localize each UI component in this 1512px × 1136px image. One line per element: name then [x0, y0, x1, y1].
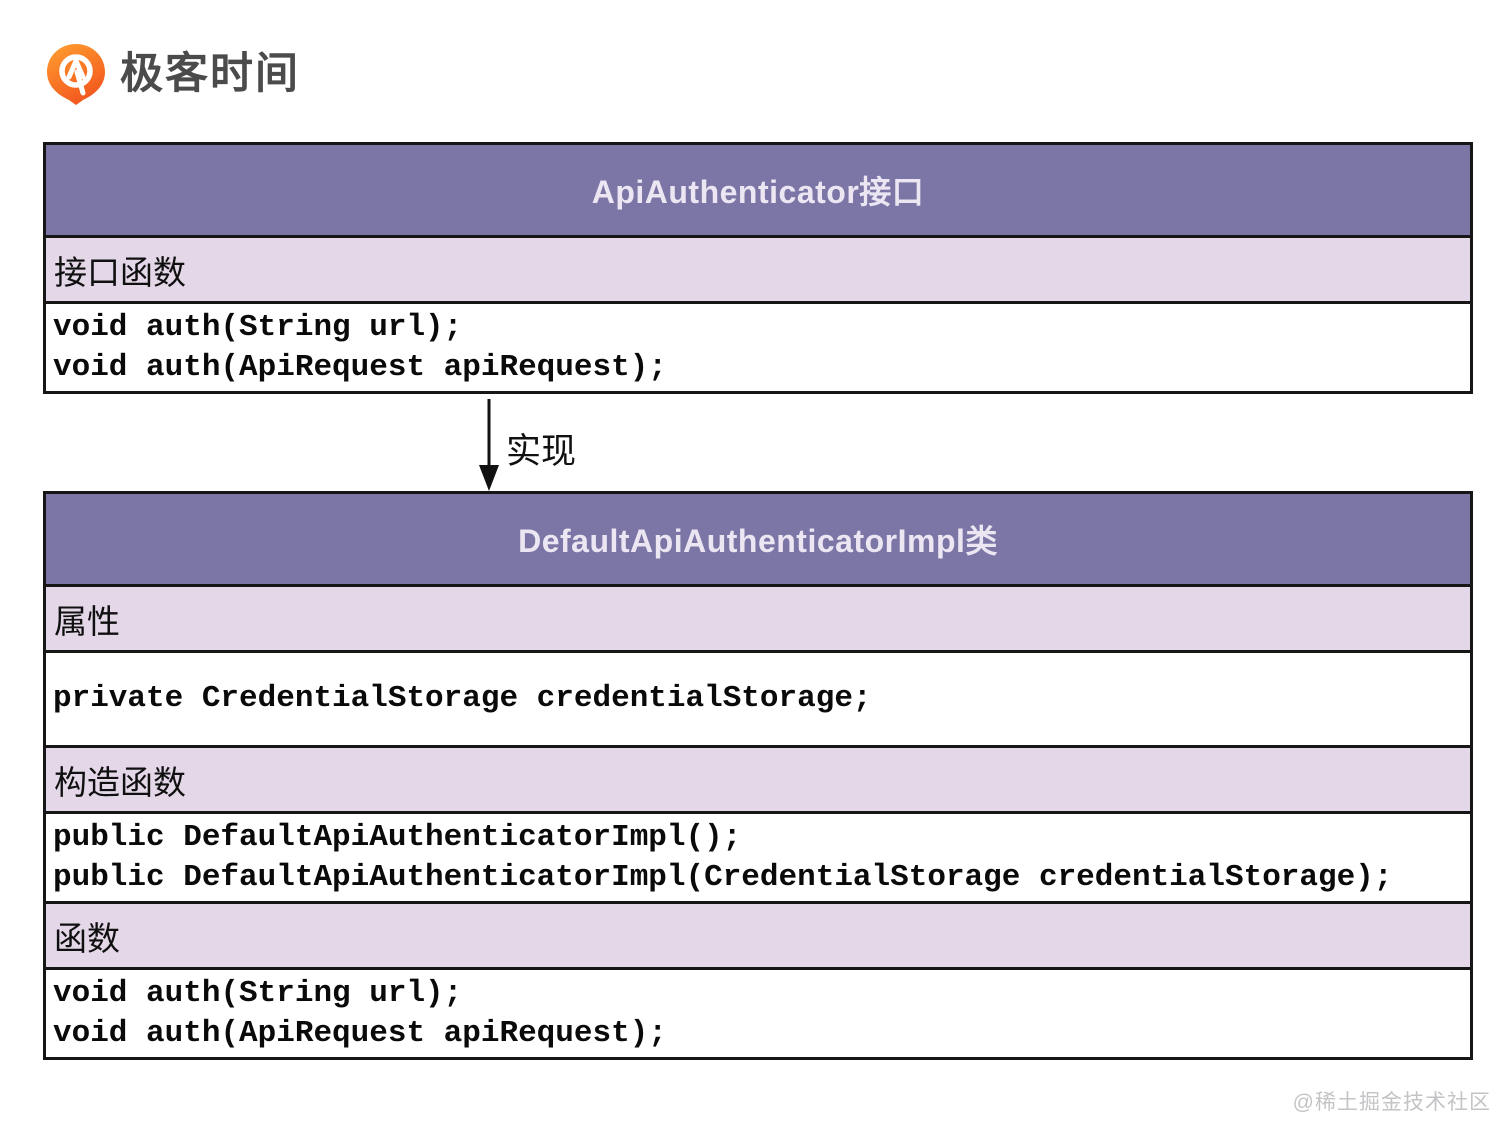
logo-text: 极客时间: [120, 49, 300, 98]
code-line: private CredentialStorage credentialStor…: [53, 681, 872, 716]
code-line: void auth(String url);: [53, 975, 463, 1011]
impl-constructors-block: public DefaultApiAuthenticatorImpl(); pu…: [46, 811, 1470, 901]
impl-class-box: DefaultApiAuthenticatorImpl类 属性 private …: [43, 491, 1473, 1060]
impl-methods-label: 函数: [46, 901, 1470, 967]
impl-methods-block: void auth(String url); void auth(ApiRequ…: [46, 967, 1470, 1057]
code-line: public DefaultApiAuthenticatorImpl(Crede…: [53, 859, 1393, 895]
impl-attributes-label: 属性: [46, 584, 1470, 650]
interface-section-label: 接口函数: [46, 235, 1470, 301]
interface-class-box: ApiAuthenticator接口 接口函数 void auth(String…: [43, 142, 1473, 394]
implements-label: 实现: [506, 432, 577, 471]
code-line: public DefaultApiAuthenticatorImpl();: [53, 819, 742, 855]
interface-box-title: ApiAuthenticator接口: [46, 145, 1470, 235]
impl-box-title: DefaultApiAuthenticatorImpl类: [46, 494, 1470, 584]
code-line: void auth(ApiRequest apiRequest);: [53, 1015, 667, 1051]
geektime-logo: 极客时间: [45, 42, 300, 106]
implements-relation: 实现: [472, 399, 692, 491]
impl-attributes-block: private CredentialStorage credentialStor…: [46, 650, 1470, 745]
impl-constructors-label: 构造函数: [46, 745, 1470, 811]
implements-arrow-icon: [479, 399, 499, 491]
community-watermark: @稀土掘金技术社区: [1292, 1091, 1491, 1114]
code-line: void auth(ApiRequest apiRequest);: [53, 349, 667, 385]
geektime-pin-icon: [47, 44, 105, 105]
interface-methods-block: void auth(String url); void auth(ApiRequ…: [46, 301, 1470, 391]
code-line: void auth(String url);: [53, 309, 463, 345]
